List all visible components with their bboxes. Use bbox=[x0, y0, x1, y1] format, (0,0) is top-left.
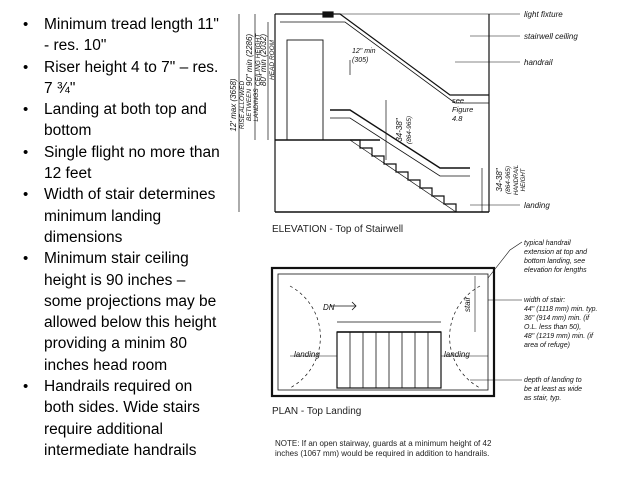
landing-arc-right bbox=[449, 285, 481, 389]
twelve-min-label: 12" min bbox=[352, 48, 376, 55]
light-fixture-label: light fixture bbox=[524, 10, 563, 19]
width-line-4: O.L. less than 50), bbox=[524, 324, 581, 331]
landing-arc-left bbox=[289, 285, 321, 389]
head-room-label: 80" min (2032) bbox=[259, 34, 268, 87]
elevation-drawing bbox=[238, 11, 520, 213]
bullet-item: • Handrails required on both sides. Wide … bbox=[0, 376, 226, 461]
ceiling-inner-line bbox=[280, 21, 489, 104]
dn-arrowhead bbox=[351, 301, 357, 311]
stair-drawing: light fixture stairwell ceiling handrail… bbox=[229, 10, 597, 458]
handrail-line bbox=[330, 109, 470, 169]
rail-height-label: 34-38" bbox=[395, 117, 404, 141]
bullet-text: Minimum stair ceiling height is 90 inche… bbox=[44, 250, 217, 374]
see-figure-label-3: 4.8 bbox=[452, 114, 463, 123]
bullet-icon: • bbox=[23, 101, 29, 119]
elevation-caption: ELEVATION - Top of Stairwell bbox=[272, 224, 403, 235]
head-room-label-2: HEAD ROOM bbox=[269, 39, 276, 80]
width-line-5: 48" (1219 mm) min. (if bbox=[524, 333, 594, 340]
handrail-ext-line-2: extension at top and bbox=[524, 249, 588, 256]
landing-label: landing bbox=[524, 201, 550, 210]
note-line-2: inches (1067 mm) would be required in ad… bbox=[275, 449, 489, 458]
width-line-1: width of stair: bbox=[524, 297, 565, 304]
landing-left-label: landing bbox=[294, 350, 320, 359]
bullet-icon: • bbox=[23, 16, 29, 33]
bullet-icon: • bbox=[23, 378, 29, 396]
see-figure-label-2: Figure bbox=[452, 105, 473, 114]
stair-slope-line bbox=[349, 139, 457, 213]
bullet-icon: • bbox=[23, 250, 29, 268]
bullet-text: Single flight no more than 12 feet bbox=[44, 143, 220, 183]
rise-label-1: 12' max (3658) bbox=[229, 78, 238, 131]
bullet-text: Minimum tread length 11" - res. 10" bbox=[44, 16, 219, 55]
depth-line-3: as stair, typ. bbox=[524, 395, 561, 402]
handrail-ext-line-3: bottom landing, see bbox=[524, 258, 585, 265]
plan-drawing bbox=[270, 241, 523, 398]
bullet-icon: • bbox=[23, 58, 29, 76]
see-figure-label: see bbox=[452, 96, 464, 105]
bullet-text: Landing at both top and bottom bbox=[44, 101, 207, 140]
width-line-6: area of refuge) bbox=[524, 342, 570, 349]
door-opening bbox=[286, 39, 324, 141]
bullet-icon: • bbox=[23, 186, 29, 204]
plan-outer-wall bbox=[270, 266, 496, 398]
plan-caption: PLAN - Top Landing bbox=[272, 406, 361, 417]
bullet-item: • Riser height 4 to 7" – res. 7 ¾" bbox=[0, 57, 226, 100]
handrail-ext-line-1: typical handrail bbox=[524, 240, 571, 247]
bullet-text: Width of stair determines minimum landin… bbox=[44, 186, 216, 246]
dn-label: DN bbox=[323, 303, 335, 312]
handrail-ext-line-4: elevation for lengths bbox=[524, 267, 587, 274]
width-line-2: 44" (1118 mm) min. typ. bbox=[524, 306, 597, 313]
bullet-item: • Landing at both top and bottom bbox=[0, 99, 226, 142]
depth-line-1: depth of landing to bbox=[524, 377, 582, 384]
rise-label-2: RISE ALLOWED bbox=[239, 80, 246, 129]
rail-height-label-5: HANDRAIL bbox=[514, 165, 520, 195]
stairwell-ceiling-label: stairwell ceiling bbox=[524, 32, 578, 41]
stair-label: stair bbox=[463, 297, 472, 312]
rise-label-3: BETWEEN bbox=[246, 89, 253, 121]
ceiling-height-label-2: CEILING HEIGHT bbox=[255, 33, 262, 86]
bullet-icon: • bbox=[23, 143, 29, 161]
note-line-1: NOTE: If an open stairway, guards at a m… bbox=[275, 439, 492, 448]
width-line-3: 36" (914 mm) min. (if bbox=[524, 315, 590, 322]
landing-right-label: landing bbox=[444, 350, 470, 359]
handrail-ext-leader bbox=[487, 241, 523, 279]
plan-labels: DN stair landing landing typical handrai… bbox=[294, 240, 597, 402]
depth-line-2: be at least as wide bbox=[524, 386, 582, 393]
twelve-min-mm-label: (305) bbox=[352, 57, 368, 64]
bullet-item: • Minimum stair ceiling height is 90 inch… bbox=[0, 248, 226, 376]
rail-height-label-4: (864-965) bbox=[505, 166, 512, 194]
bullet-item: • Width of stair determines minimum landi… bbox=[0, 184, 226, 248]
bullet-item: • Minimum tread length 11" - res. 10" bbox=[0, 14, 226, 57]
stairwell-ceiling-line bbox=[325, 13, 489, 96]
ceiling-height-label: 90" min (2286) bbox=[245, 34, 254, 87]
plan-treads bbox=[349, 332, 429, 388]
rail-height-label-6: HEIGHT bbox=[521, 167, 527, 191]
bullet-item: • Single flight no more than 12 feet bbox=[0, 142, 226, 185]
handrail-inner-line bbox=[330, 117, 470, 177]
bullet-text: Handrails required on both sides. Wide s… bbox=[44, 378, 200, 459]
bullet-text: Riser height 4 to 7" – res. 7 ¾" bbox=[44, 58, 219, 97]
rail-height-label-2: (864-965) bbox=[406, 116, 413, 144]
stair-treads bbox=[350, 139, 457, 212]
rise-label-4: LANDINGS bbox=[253, 88, 260, 122]
rail-height-label-3: 34-38" bbox=[495, 167, 504, 191]
elevation-labels: light fixture stairwell ceiling handrail… bbox=[229, 10, 578, 210]
handrail-label: handrail bbox=[524, 58, 553, 67]
plan-inner-wall bbox=[277, 273, 489, 391]
light-fixture-icon bbox=[322, 11, 334, 18]
requirements-list: • Minimum tread length 11" - res. 10" • Ri… bbox=[0, 14, 226, 461]
